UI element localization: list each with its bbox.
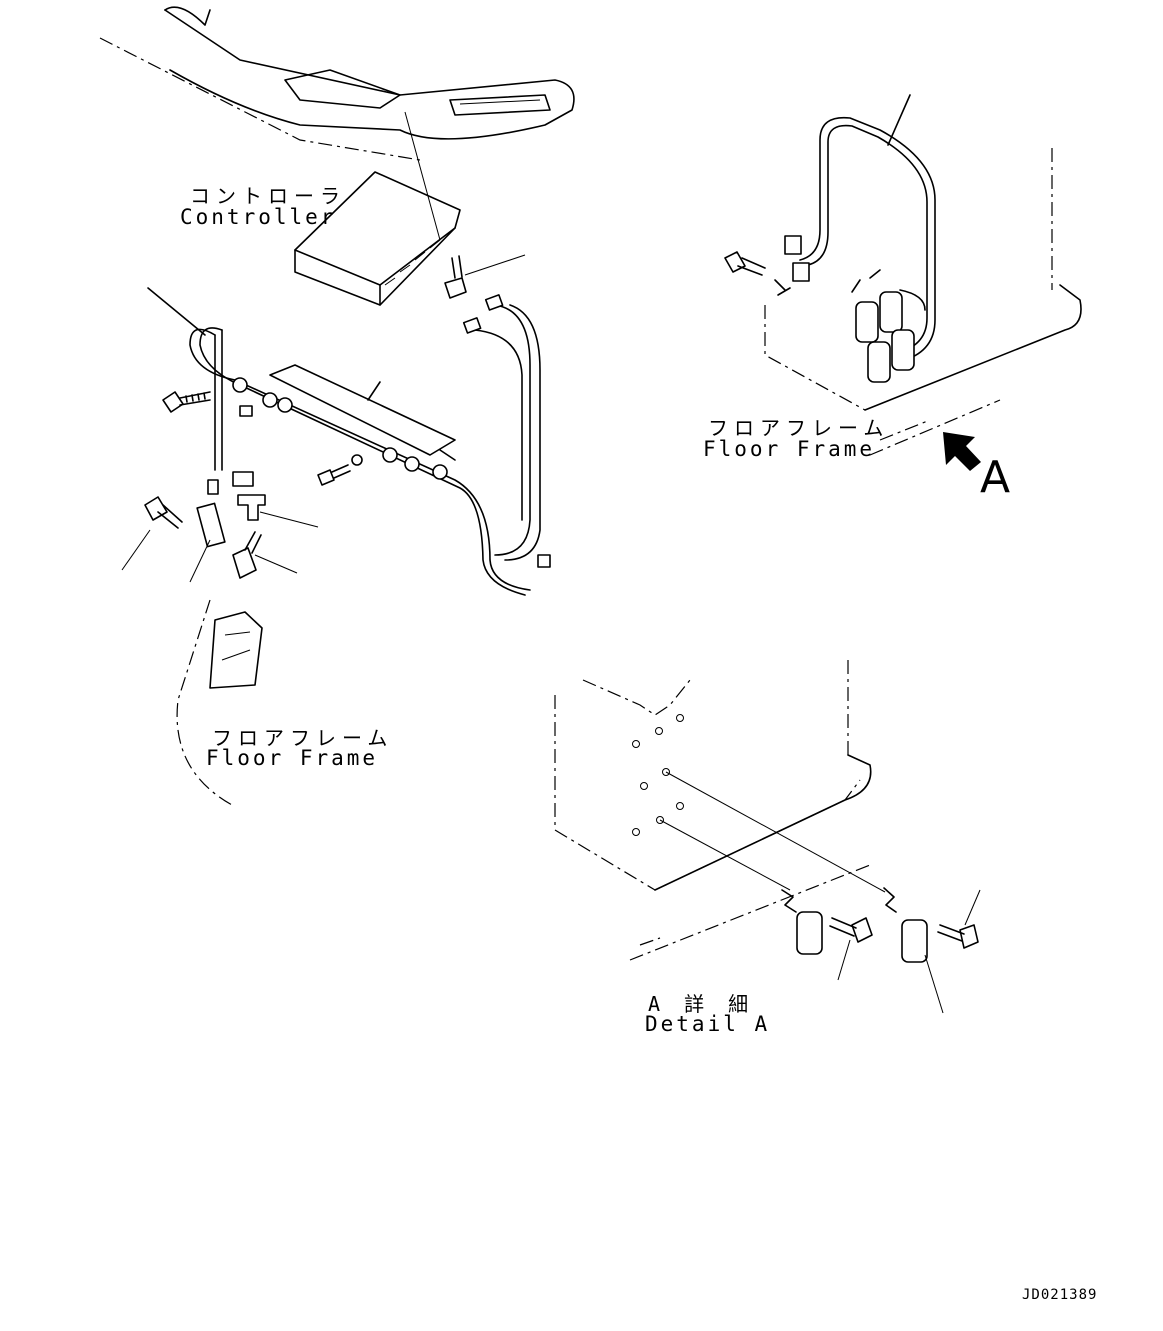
- detail-a-label-en: Detail A: [645, 1012, 771, 1036]
- controller-label-jp: コントローラ: [190, 184, 346, 208]
- controller-label-en: Controller: [180, 205, 337, 229]
- floor-frame-left: [176, 599, 263, 806]
- floor-frame-top-label-en: Floor Frame: [703, 437, 876, 461]
- wire-harness-left: [147, 287, 541, 596]
- harness-loop-right: [784, 94, 936, 361]
- leader-lines-left: [121, 254, 526, 583]
- detail-a-drawing: [554, 660, 981, 1014]
- bolts-left: [144, 255, 467, 579]
- view-arrow-label: A: [980, 452, 1011, 503]
- console-outline: [99, 6, 575, 241]
- drawing-number: JD021389: [1022, 1287, 1098, 1303]
- connectors: [196, 294, 551, 568]
- floor-frame-left-label-jp: フロアフレーム: [212, 726, 394, 750]
- harness-cover: [269, 364, 456, 456]
- floor-frame-left-label-en: Floor Frame: [206, 746, 379, 770]
- view-arrow-a: [943, 432, 981, 471]
- floor-frame-right: [764, 148, 1082, 456]
- floor-frame-top-label-jp: フロアフレーム: [708, 416, 890, 440]
- detail-a-label-jp: A 詳 細: [648, 992, 755, 1016]
- clamps: [232, 377, 448, 480]
- cylinders-right: [724, 251, 915, 383]
- controller-box: [294, 171, 461, 306]
